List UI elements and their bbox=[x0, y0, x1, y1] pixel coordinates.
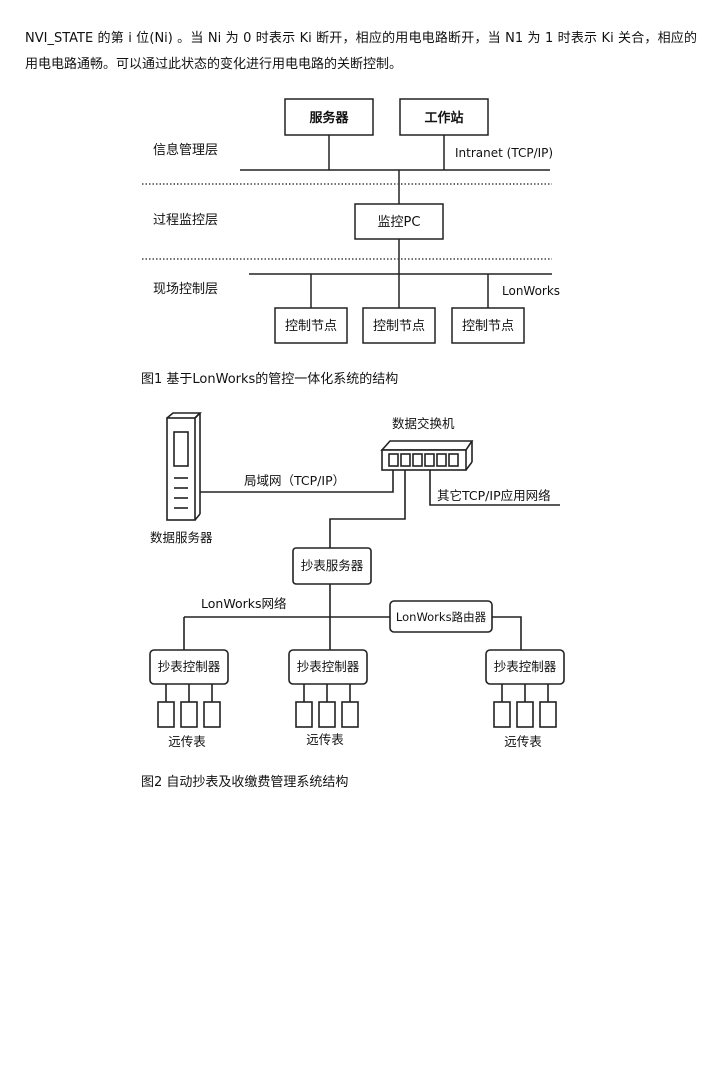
remote-meter-icon bbox=[318, 701, 336, 728]
field-layer-label: 现场控制层 bbox=[153, 282, 218, 297]
control-node-label: 控制节点 bbox=[373, 319, 425, 334]
control-node-box bbox=[274, 307, 348, 344]
data-server-label: 数据服务器 bbox=[150, 530, 213, 545]
meter-controller-label: 抄表控制器 bbox=[297, 659, 360, 674]
remote-meter-icon bbox=[493, 701, 511, 728]
meter-server-label: 抄表服务器 bbox=[301, 558, 364, 573]
figure1-caption: 图1 基于LonWorks的管控一体化系统的结构 bbox=[141, 372, 399, 387]
figure1-diagram: 信息管理层 过程监控层 现场控制层 服务器 工作站 Intranet (TCP/… bbox=[142, 98, 560, 344]
meter-server-box bbox=[292, 547, 372, 585]
remote-meter-icon bbox=[516, 701, 534, 728]
data-switch-icon bbox=[381, 449, 467, 471]
intro-paragraph: NVI_STATE 的第 i 位(Ni) 。当 Ni 为 0 时表示 Ki 断开… bbox=[25, 31, 697, 72]
remote-meter-icon bbox=[180, 701, 198, 728]
other-network-link bbox=[429, 470, 560, 506]
remote-meter-label: 远传表 bbox=[168, 734, 206, 749]
remote-meter-label: 远传表 bbox=[306, 732, 344, 747]
control-node-box bbox=[451, 307, 525, 344]
workstation-label: 工作站 bbox=[424, 110, 463, 126]
lan-label: 局域网（TCP/IP） bbox=[244, 473, 345, 488]
meter-controller-label: 抄表控制器 bbox=[494, 659, 557, 674]
switch-to-meter-server-link bbox=[329, 470, 406, 548]
lan-link bbox=[200, 470, 394, 493]
lonworks-router-label: LonWorks路由器 bbox=[396, 610, 487, 624]
other-network-label: 其它TCP/IP应用网络 bbox=[437, 488, 551, 503]
figure2-diagram: 数据服务器 数据交换机 局域网（TCP/IP） 其它TCP/IP应用网络 抄表服… bbox=[149, 412, 565, 749]
lonworks-label: LonWorks bbox=[502, 284, 560, 298]
remote-meter-label: 远传表 bbox=[504, 734, 542, 749]
control-node-label: 控制节点 bbox=[462, 319, 514, 334]
monitor-pc-label: 监控PC bbox=[378, 215, 421, 230]
data-server-icon bbox=[166, 417, 196, 521]
remote-meter-icon bbox=[341, 701, 359, 728]
control-node-box bbox=[362, 307, 436, 344]
remote-meter-icon bbox=[295, 701, 313, 728]
process-layer-label: 过程监控层 bbox=[153, 213, 218, 228]
figure2-caption: 图2 自动抄表及收缴费管理系统结构 bbox=[141, 775, 349, 790]
lonworks-network-label: LonWorks网络 bbox=[201, 596, 287, 611]
intranet-label: Intranet (TCP/IP) bbox=[455, 146, 553, 160]
info-layer-label: 信息管理层 bbox=[153, 142, 218, 158]
remote-meter-icon bbox=[539, 701, 557, 728]
data-switch-label: 数据交换机 bbox=[392, 416, 455, 431]
meter-controller-box bbox=[288, 649, 368, 685]
remote-meter-icon bbox=[203, 701, 221, 728]
control-node-label: 控制节点 bbox=[285, 319, 337, 334]
meter-controller-label: 抄表控制器 bbox=[158, 659, 221, 674]
remote-meter-icon bbox=[157, 701, 175, 728]
server-label: 服务器 bbox=[309, 110, 349, 126]
